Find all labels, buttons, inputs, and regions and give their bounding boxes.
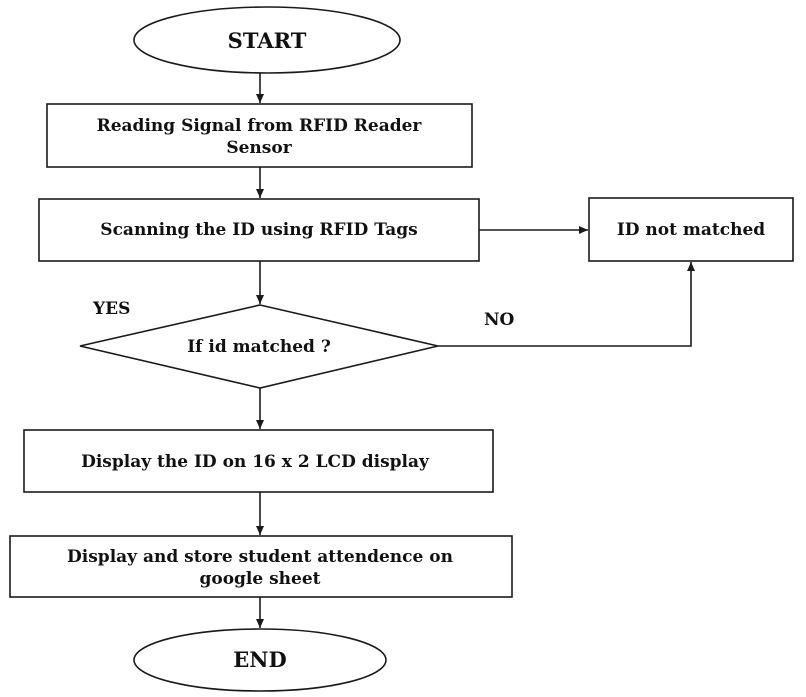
yes-branch-label: YES [92,299,130,319]
not-matched-label: ID not matched [617,220,765,240]
arrow-decision-to-not-matched [438,262,695,347]
display-lcd-box [23,429,494,493]
read-signal-label-line1: Reading Signal from RFID Reader [97,116,423,136]
scan-id-label: Scanning the ID using RFID Tags [100,220,417,240]
end-terminator [133,628,387,692]
start-terminator [133,6,401,74]
read-signal-label-line2: Sensor [226,138,292,158]
read-signal-box [46,103,473,168]
scan-id-box [38,198,480,262]
store-sheet-box [9,535,513,598]
display-lcd-label: Display the ID on 16 x 2 LCD display [81,452,430,472]
no-branch-label: NO [484,310,515,330]
decision-label: If id matched ? [187,337,331,357]
store-sheet-label-line2: google sheet [199,569,320,589]
start-label: START [228,28,307,53]
not-matched-box [588,197,794,262]
end-label: END [233,647,286,672]
store-sheet-label-line1: Display and store student attendence on [67,547,453,567]
